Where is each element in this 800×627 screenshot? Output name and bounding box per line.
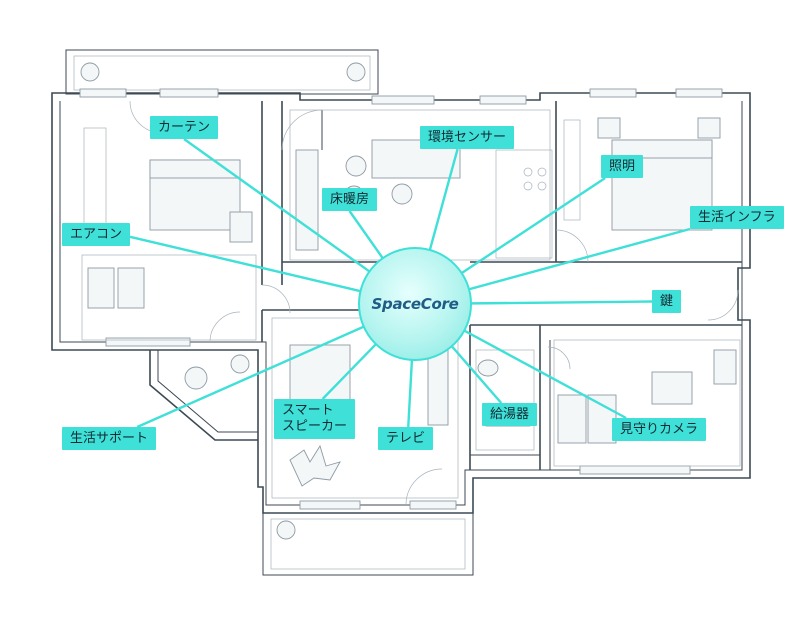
interior-walls [261, 101, 742, 470]
label-floor-heat: 床暖房 [322, 188, 378, 211]
bay-window [149, 350, 258, 441]
hub-label: SpaceCore [371, 295, 459, 313]
label-tv: テレビ [378, 427, 434, 450]
label-smart-speaker: スマート スピーカー [274, 399, 356, 439]
label-utility: 生活インフラ [690, 206, 784, 229]
bedroom-left [81, 127, 257, 341]
label-life-support: 生活サポート [62, 427, 157, 450]
outer-walls [51, 92, 751, 514]
label-curtain: カーテン [150, 116, 219, 139]
balcony-top [65, 49, 379, 95]
label-water-heater: 給湯器 [482, 403, 538, 426]
label-env-sensor: 環境センサー [420, 126, 515, 149]
label-lock: 鍵 [652, 290, 682, 313]
label-camera: 見守りカメラ [612, 418, 707, 441]
balcony-bottom [262, 512, 474, 576]
bedroom-bottom-right [553, 339, 741, 467]
plants [80, 62, 366, 540]
windows [79, 88, 723, 510]
label-lighting: 照明 [601, 155, 644, 178]
label-aircon: エアコン [62, 223, 131, 246]
doors [129, 100, 739, 506]
spacecore-hub: SpaceCore [358, 247, 472, 361]
bathroom [475, 349, 535, 451]
